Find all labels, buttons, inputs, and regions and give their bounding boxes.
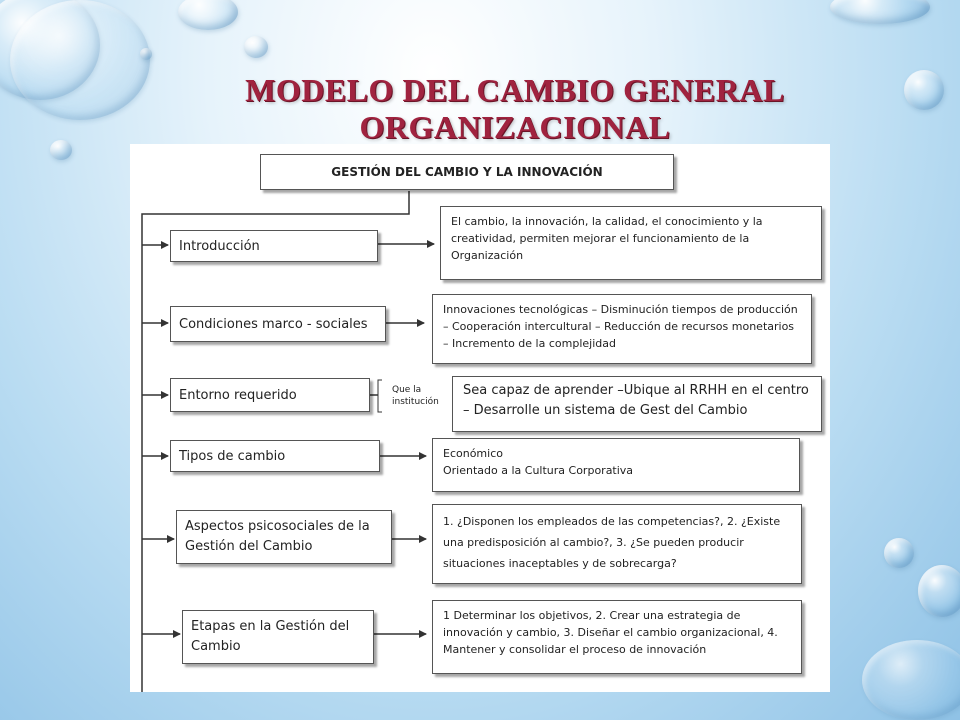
row-label-etapas: Etapas en la Gestión del Cambio [182, 610, 374, 664]
water-drop-decoration [884, 538, 914, 568]
water-drop-decoration [10, 0, 150, 120]
water-drop-decoration [50, 140, 72, 160]
row-detail-etapas: 1 Determinar los objetivos, 2. Crear una… [432, 600, 802, 674]
row-label-tipos: Tipos de cambio [170, 440, 380, 472]
water-drop-decoration [178, 0, 238, 30]
slide-title: MODELO DEL CAMBIO GENERAL ORGANIZACIONAL [245, 72, 785, 145]
row-detail-tipos: Económico Orientado a la Cultura Corpora… [432, 438, 800, 492]
row-label-aspectos: Aspectos psicosociales de la Gestión del… [176, 510, 392, 564]
water-drop-decoration [904, 70, 944, 110]
water-drop-decoration [830, 0, 930, 24]
row-detail-entorno: Sea capaz de aprender –Ubique al RRHH en… [452, 376, 822, 432]
row-note-que-la-institucion: Que la institución [392, 385, 439, 407]
water-drop-decoration [140, 48, 152, 60]
row-detail-condiciones: Innovaciones tecnológicas – Disminución … [432, 294, 812, 364]
row-label-entorno: Entorno requerido [170, 378, 370, 412]
row-detail-tipos-line: Económico [443, 447, 503, 460]
row-detail-introduccion: El cambio, la innovación, la calidad, el… [440, 206, 822, 280]
water-drop-decoration [244, 36, 268, 58]
diagram-panel: GESTIÓN DEL CAMBIO Y LA INNOVACIÓN Intro… [130, 144, 830, 692]
note-bracket [377, 379, 382, 413]
header-to-trunk-line [141, 191, 410, 692]
diagram-header-box: GESTIÓN DEL CAMBIO Y LA INNOVACIÓN [260, 154, 674, 190]
water-drop-decoration [918, 565, 960, 617]
water-drop-decoration [862, 640, 960, 720]
row-label-introduccion: Introducción [170, 230, 378, 262]
row-detail-aspectos: 1. ¿Disponen los empleados de las compet… [432, 504, 802, 584]
row-label-condiciones: Condiciones marco - sociales [170, 306, 386, 342]
row-detail-tipos-line: Orientado a la Cultura Corporativa [443, 464, 634, 477]
